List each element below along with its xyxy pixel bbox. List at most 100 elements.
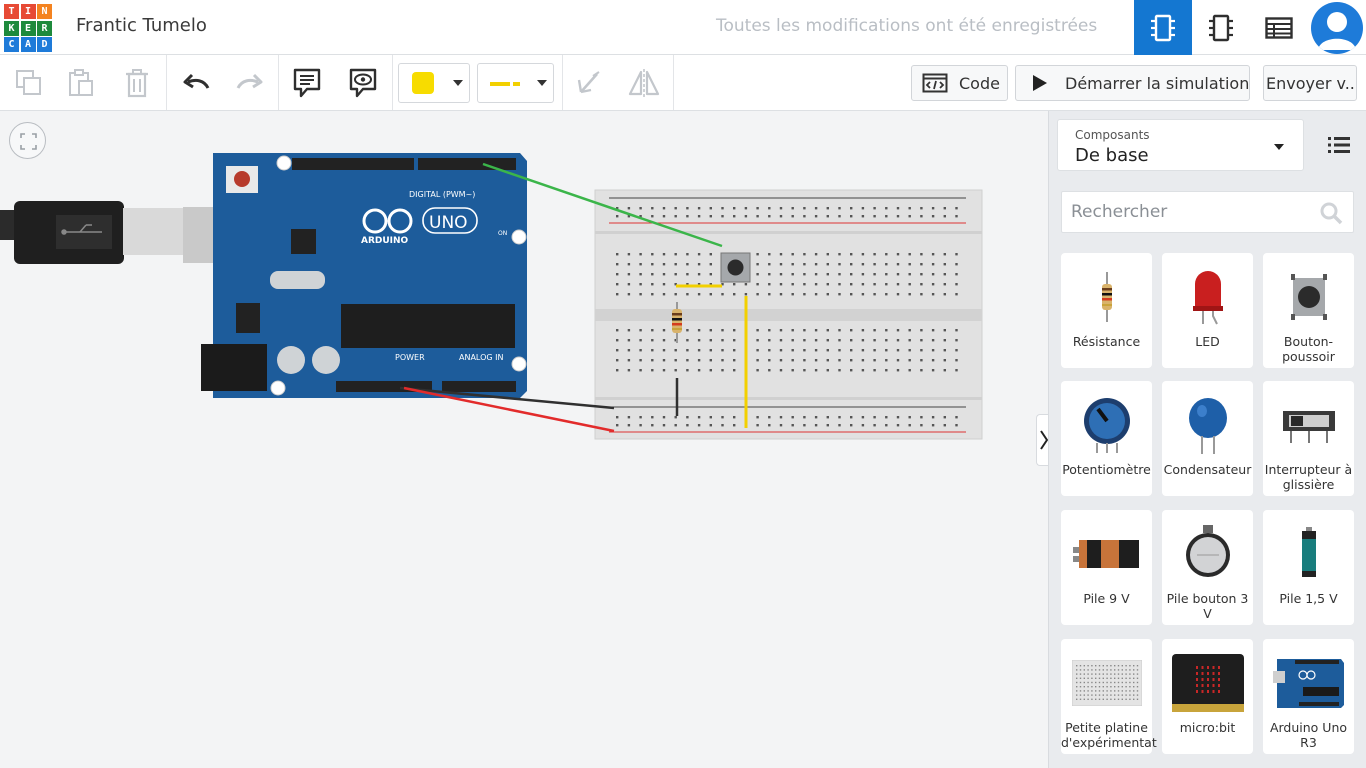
pushbutton-icon — [1290, 274, 1327, 320]
project-name[interactable]: Frantic Tumelo — [76, 15, 207, 36]
start-simulation-label: Démarrer la simulation — [1065, 73, 1250, 93]
microbit-icon — [1171, 654, 1244, 712]
wire-color-dropdown[interactable] — [398, 63, 470, 103]
component-pushbutton[interactable]: Bouton-poussoir — [1263, 253, 1354, 368]
toggle-panel-button[interactable] — [1036, 414, 1050, 466]
search-icon — [1320, 202, 1343, 225]
tinkercad-logo[interactable]: T I N K E R C A D — [4, 4, 52, 52]
undo-button[interactable] — [172, 55, 220, 110]
flip-button[interactable] — [620, 55, 668, 110]
user-icon — [1318, 12, 1356, 50]
delete-button[interactable] — [112, 55, 162, 110]
logo-letter: N — [37, 4, 52, 19]
component-search — [1061, 191, 1354, 233]
logo-letter: C — [4, 37, 19, 52]
component-label: Bouton-poussoir — [1282, 334, 1335, 364]
notes-button[interactable] — [282, 55, 332, 110]
arduino-uno-icon — [1272, 659, 1344, 708]
fit-view-button[interactable] — [9, 122, 46, 159]
wire-style-icon — [490, 82, 520, 86]
component-label: Interrupteur à glissière — [1264, 462, 1353, 492]
logo-letter: K — [4, 20, 19, 36]
mini-breadboard-icon — [1071, 660, 1142, 706]
component-label: Arduino Uno R3 — [1269, 720, 1348, 750]
logo-letter: D — [37, 37, 52, 52]
component-label: Pile 9 V — [1083, 591, 1130, 606]
logo-letter: E — [20, 20, 36, 36]
category-value: De base — [1075, 145, 1149, 166]
redo-button[interactable] — [226, 55, 274, 110]
component-potentiometer[interactable]: Potentiomètre — [1061, 381, 1152, 496]
component-label: Condensateur — [1163, 462, 1252, 477]
schematic-view-button[interactable] — [1192, 0, 1250, 55]
resistor — [672, 302, 682, 343]
code-label: Code — [959, 73, 1000, 93]
circuit-drawing: ARDUINO UNO DIGITAL (PWM~) POWER ANALOG … — [0, 153, 983, 440]
code-button[interactable]: Code — [911, 65, 1008, 101]
component-aa-battery[interactable]: Pile 1,5 V — [1263, 510, 1354, 625]
led-icon — [1192, 271, 1223, 325]
circuit-view-button[interactable] — [1134, 0, 1192, 55]
paste-button[interactable] — [56, 55, 106, 110]
top-bar: T I N K E R C A D Frantic Tumelo Toutes … — [0, 0, 1366, 55]
component-label: Petite platine d'expérimentat — [1061, 720, 1157, 750]
eye-note-icon — [349, 68, 377, 97]
component-led[interactable]: LED — [1162, 253, 1253, 368]
wire-color-swatch — [412, 72, 434, 94]
component-list-view-button[interactable] — [1250, 0, 1308, 55]
slide-switch-icon — [1282, 411, 1335, 443]
arduino-uno-board[interactable]: ARDUINO UNO DIGITAL (PWM~) POWER ANALOG … — [201, 153, 527, 398]
component-coin-cell-battery[interactable]: Pile bouton 3 V — [1162, 510, 1253, 625]
rotate-icon — [577, 70, 600, 93]
list-icon — [1328, 137, 1350, 153]
user-avatar[interactable] — [1311, 2, 1363, 54]
component-arduino-uno[interactable]: Arduino Uno R3 — [1263, 639, 1354, 754]
component-mini-breadboard[interactable]: Petite platine d'expérimentat — [1061, 639, 1157, 754]
send-label: Envoyer v... — [1266, 73, 1357, 93]
coin-battery-icon — [1185, 525, 1230, 577]
component-capacitor[interactable]: Condensateur — [1162, 381, 1253, 496]
capacitor-icon — [1188, 398, 1227, 454]
table-icon — [1265, 16, 1293, 39]
component-label: Pile bouton 3 V — [1166, 591, 1249, 621]
list-view-toggle[interactable] — [1315, 119, 1363, 171]
potentiometer-icon — [1083, 398, 1130, 453]
breadboard[interactable] — [594, 189, 983, 440]
send-button[interactable]: Envoyer v... — [1263, 65, 1357, 101]
start-simulation-button[interactable]: Démarrer la simulation — [1015, 65, 1250, 101]
component-label: Pile 1,5 V — [1279, 591, 1338, 606]
analog-header-label: ANALOG IN — [459, 353, 504, 362]
component-resistor[interactable]: Résistance — [1061, 253, 1152, 368]
clipboard-icon — [69, 68, 93, 96]
on-led-label: ON — [498, 230, 507, 237]
logo-letter: A — [20, 37, 36, 52]
arduino-logo-text: ARDUINO — [361, 236, 409, 246]
chevron-right-icon — [1039, 430, 1048, 450]
chip-icon — [1151, 14, 1175, 41]
component-microbit[interactable]: micro:bit — [1162, 639, 1253, 754]
undo-icon — [183, 73, 210, 89]
copy-button[interactable] — [4, 55, 54, 110]
component-slide-switch[interactable]: Interrupteur à glissière — [1263, 381, 1354, 496]
rotate-button[interactable] — [566, 55, 612, 110]
play-icon — [1033, 75, 1047, 91]
caret-down-icon — [453, 80, 463, 86]
resistor-icon — [1101, 272, 1112, 322]
components-category-dropdown[interactable]: Composants De base — [1057, 119, 1304, 171]
power-header-label: POWER — [395, 353, 425, 362]
search-input[interactable] — [1062, 192, 1312, 232]
wire-type-dropdown[interactable] — [477, 63, 554, 103]
logo-letter: I — [20, 4, 36, 19]
fit-view-icon — [20, 133, 37, 150]
workplane-canvas[interactable]: ARDUINO UNO DIGITAL (PWM~) POWER ANALOG … — [0, 111, 1050, 768]
wires[interactable] — [399, 162, 748, 433]
usb-icon — [61, 224, 102, 235]
category-label: Composants — [1075, 128, 1150, 142]
digital-header-label: DIGITAL (PWM~) — [409, 190, 475, 199]
toggle-notes-visibility-button[interactable] — [338, 55, 388, 110]
logo-letter: T — [4, 4, 19, 19]
uno-logo-text: UNO — [429, 213, 468, 233]
copy-icon — [16, 69, 41, 95]
component-9v-battery[interactable]: Pile 9 V — [1061, 510, 1152, 625]
caret-down-icon — [1274, 144, 1284, 150]
